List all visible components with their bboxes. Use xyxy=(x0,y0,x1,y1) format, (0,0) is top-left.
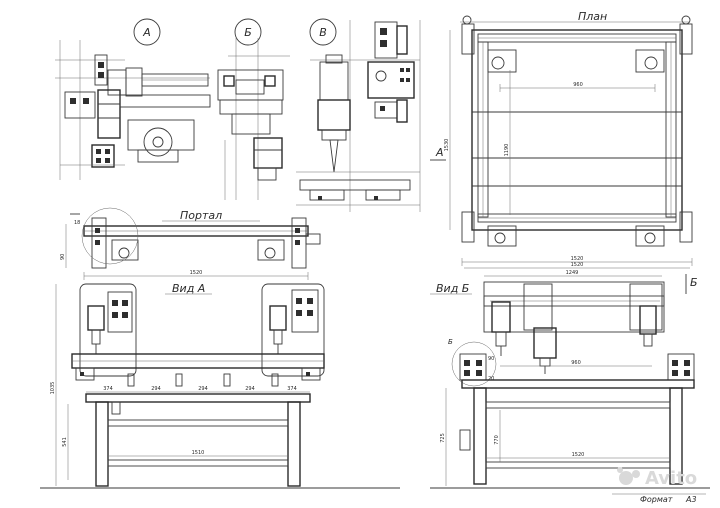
vid-b-small1: 90 xyxy=(488,356,494,362)
detail-a-circle xyxy=(133,18,161,46)
vid-b-dim-width: 1520 xyxy=(571,262,584,268)
watermark: Avito xyxy=(617,467,697,489)
format-label: Формат xyxy=(640,495,673,504)
vid-a-seg3: 294 xyxy=(198,386,208,392)
portal-dim-height: 90 xyxy=(60,254,66,260)
detail-v-circle xyxy=(309,18,337,46)
plan-title: План xyxy=(578,10,607,23)
detail-b: Б xyxy=(217,18,290,200)
plan-arrow-a: А xyxy=(435,146,444,159)
plan-dim-height: 1190 xyxy=(504,144,510,157)
portal-dim-small: 18 xyxy=(74,220,80,226)
detail-v: В xyxy=(296,18,421,212)
portal-dim-width: 1520 xyxy=(190,270,203,276)
format-value: А3 xyxy=(685,495,697,504)
detail-b-label: Б xyxy=(244,26,252,39)
vid-b-base: 1520 xyxy=(572,452,585,458)
watermark-text: Avito xyxy=(645,468,697,489)
vid-a-leg-height: 541 xyxy=(62,437,68,447)
plan-dim-inner: 960 xyxy=(573,82,583,88)
vid-b-leg: 770 xyxy=(494,435,500,445)
vid-b-dim-inner: 960 xyxy=(571,360,581,366)
vid-b-view: Вид Б Б 1249 1520 Б 90 20 9 xyxy=(430,262,710,489)
plan-view: План 960 1190 1530 А xyxy=(430,10,693,266)
format-block: Формат А3 xyxy=(612,493,706,504)
vid-a-seg4: 294 xyxy=(245,386,255,392)
detail-b-circle xyxy=(234,18,262,46)
vid-b-title: Вид Б xyxy=(436,282,469,295)
plan-dim-side: 1530 xyxy=(444,139,450,152)
vid-a-seg1: 374 xyxy=(103,386,113,392)
vid-b-arrow: Б xyxy=(690,276,698,289)
portal-title: Портал xyxy=(180,209,222,222)
detail-a: А xyxy=(55,18,211,180)
plan-dim-width: 1520 xyxy=(571,256,584,262)
vid-b-dim-top: 1249 xyxy=(566,270,579,276)
vid-a-title: Вид А xyxy=(172,282,205,295)
vid-a-base: 1510 xyxy=(192,450,205,456)
detail-a-label: А xyxy=(142,26,151,39)
portal-view: Портал 90 18 1520 xyxy=(60,207,321,280)
vid-b-small2: 20 xyxy=(488,376,494,382)
detail-v-label: В xyxy=(319,26,327,39)
vid-b-arrow-left: Б xyxy=(448,338,453,346)
vid-a-view: Вид А 374 294 294 294 374 xyxy=(40,282,400,489)
vid-a-seg2: 294 xyxy=(151,386,161,392)
vid-a-total-height: 1035 xyxy=(50,382,56,395)
vid-a-seg5: 374 xyxy=(287,386,297,392)
vid-b-height: 725 xyxy=(440,433,446,443)
